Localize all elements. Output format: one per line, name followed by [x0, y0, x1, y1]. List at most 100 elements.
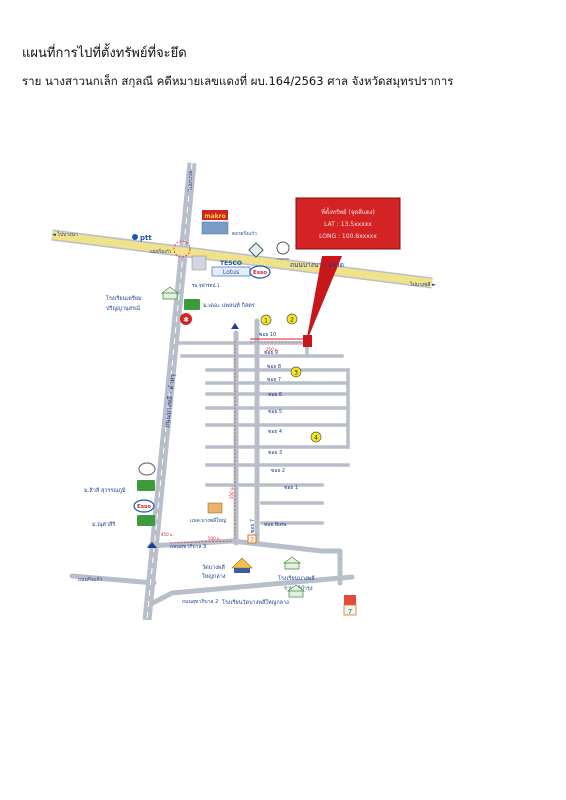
- label-vertical-top: ไปบางบ่อ: [187, 171, 194, 192]
- road-sukhaphiban3: [147, 538, 343, 554]
- label-school-2-line-1: โรงเรียนบางพลี: [278, 574, 315, 582]
- road-sukhaphiban2: [144, 574, 355, 609]
- label-soi-4: ซอย 4: [268, 429, 282, 435]
- label-wat-bangphli-line-1: วัดบางพลี: [202, 564, 225, 571]
- property-marker: [303, 335, 312, 347]
- label-soi-3: ซอย 3: [268, 450, 282, 456]
- soi-labels: ซอย 10 ซอย 9 ซอย 8 ซอย 7 ซอย 6 ซอย 5 ซอย…: [259, 332, 298, 491]
- label-soi-7-vertical: ซอย 7: [250, 519, 256, 533]
- village-2-icon: [137, 480, 155, 491]
- label-bank: แบค.บางพลีใหญ่: [190, 517, 226, 524]
- temple-icon: [231, 557, 253, 569]
- school-3-landmark: โรงเรียนวัดบางพลีใหญ่กลาง: [222, 584, 306, 606]
- label-market: ตลาดกิ่งแก้ว: [232, 230, 257, 237]
- bank-icon: [207, 502, 223, 514]
- distance-d3: 500 ม.: [208, 536, 221, 541]
- star-badge-icon: [180, 313, 192, 325]
- label-sukhaphiban2: ถนนสุขาภิบาล 2: [182, 598, 218, 605]
- marker-4: 4: [310, 431, 322, 443]
- svg-text:2: 2: [290, 317, 294, 324]
- village-3-icon: [137, 515, 155, 526]
- label-wat: รพ.จุฬารัตน์ 1: [192, 282, 220, 289]
- label-soi-2: ซอย 2: [271, 468, 285, 474]
- label-bangphli-tamru: ถนนบางพลี - ตำหรุ: [163, 373, 177, 428]
- soi-grid: [170, 341, 350, 525]
- nissan-icon: [138, 462, 156, 476]
- market-building-icon: [201, 221, 229, 235]
- svg-text:4: 4: [314, 435, 318, 442]
- collector-roads: [69, 318, 355, 609]
- label-soi-phiset: ซอย พิเศษ: [264, 521, 287, 528]
- svg-text:7: 7: [250, 537, 254, 544]
- numbered-markers: 1 2 3 4: [260, 313, 322, 443]
- ptt-landmark: ptt: [132, 234, 152, 242]
- distance-d4: 450 ม.: [161, 532, 174, 537]
- label-to-bangna: ◄ ไปบางนา: [52, 231, 78, 238]
- map-canvas: ที่ตั้งทรัพย์ (จุดสีแดง) LAT : 13.5xxxxx…: [51, 162, 436, 620]
- wat-bangphli-landmark: วัดบางพลี ใหญ่กลาง: [202, 557, 253, 580]
- distance-annotations: 250 ม. 350 ม. 500 ม. 450 ม.: [161, 341, 307, 544]
- main-vertical-road: [142, 162, 197, 620]
- label-soi-5: ซอย 5: [268, 409, 282, 415]
- svg-text:✱: ✱: [183, 316, 189, 324]
- marker-1: 1: [260, 314, 272, 326]
- label-village: ม.เดอะ แพลนท์ กิสตร: [203, 302, 255, 309]
- direction-arrow-icon: [147, 542, 157, 548]
- label-soi-6: ซอย 6: [268, 392, 282, 398]
- label-bangna-trat: ถนนบางนา - ตราด: [290, 261, 344, 269]
- svg-text:Esso: Esso: [137, 504, 151, 510]
- distance-d1: 250 ม.: [266, 347, 279, 352]
- callout-pointer: [306, 256, 342, 343]
- makro-landmark: makro: [201, 210, 229, 235]
- document-subtitle: ราย นางสาวนกเล็ก สกุลณี คดีหมายเลขแดงที่…: [22, 74, 454, 88]
- label-school-3: โรงเรียนวัดบางพลีใหญ่กลาง: [222, 598, 289, 606]
- document-heading: แผนที่การไปที่ตั้งทรัพย์ที่จะยึด: [22, 46, 187, 61]
- property-callout: ที่ตั้งทรัพย์ (จุดสีแดง) LAT : 13.5xxxxx…: [295, 197, 401, 343]
- svg-text:7: 7: [348, 608, 352, 616]
- seven-eleven-bottom-landmark: 7: [343, 595, 357, 616]
- label-to-bangphli: ไปบางพลี ►: [409, 281, 436, 288]
- callout-line-2: LAT : 13.5xxxxx: [324, 221, 372, 228]
- mazda-logo: mazda: [277, 257, 289, 261]
- tesco-logo: TESCO: [220, 260, 242, 267]
- svg-text:makro: makro: [204, 213, 225, 220]
- distance-d2: 350 ม.: [229, 486, 234, 499]
- label-wat-bangphli-line-2: ใหญ่กลาง: [202, 573, 226, 580]
- label-sukhaphiban3: ถนนสุขาภิบาล 3: [170, 543, 206, 550]
- label-soi-8: ซอย 8: [267, 364, 281, 370]
- svg-text:1: 1: [264, 318, 268, 325]
- label-soi-10: ซอย 10: [259, 332, 276, 338]
- building-icon: [191, 255, 207, 271]
- marker-3: 3: [290, 366, 302, 378]
- school-1-landmark: โรงเรียนเตรียม ปริญญานุสรณ์: [106, 286, 180, 312]
- label-moo-sri: ม.ณุศาสิริ: [92, 521, 115, 528]
- ptt-logo: ptt: [140, 234, 152, 242]
- intersection-circle: [173, 240, 191, 258]
- makro-logo: [202, 210, 228, 220]
- school-icon: [160, 286, 180, 300]
- label-school-1-line-1: โรงเรียนเตรียม: [106, 294, 142, 302]
- label-kingkaew: ถนนกิ่งแก้ว: [78, 576, 103, 583]
- road-kingkaew: [69, 573, 157, 586]
- location-map: ที่ตั้งทรัพย์ (จุดสีแดง) LAT : 13.5xxxxx…: [22, 143, 544, 620]
- direction-arrow-2-icon: [231, 323, 239, 329]
- main-horizontal-road: [51, 229, 433, 289]
- car-dealer-icon: [248, 242, 264, 258]
- label-soi-1: ซอย 1: [284, 485, 298, 491]
- esso-logo: Esso: [253, 270, 267, 276]
- callout-box: [295, 197, 401, 250]
- esso-bottom-landmark: Esso: [133, 499, 155, 513]
- label-moo-sirin: ม.สิวลี สุวรรณภูมิ: [84, 487, 126, 494]
- label-intersection: แยกกิ่งแก้ว: [150, 248, 172, 255]
- esso-top-landmark: Esso: [249, 265, 271, 279]
- mazda-landmark: mazda: [276, 241, 290, 261]
- label-soi-9: ซอย 9: [264, 350, 278, 356]
- seven-eleven-icon: [247, 534, 257, 544]
- marker-2: 2: [286, 313, 298, 325]
- svg-text:3: 3: [294, 370, 298, 377]
- callout-line-1: ที่ตั้งทรัพย์ (จุดสีแดง): [321, 206, 375, 216]
- lotus-logo: Lotus: [223, 269, 239, 276]
- label-soi-7: ซอย 7: [267, 377, 281, 383]
- village-icon: [184, 299, 200, 310]
- callout-line-3: LONG : 100.6xxxxx: [319, 233, 377, 240]
